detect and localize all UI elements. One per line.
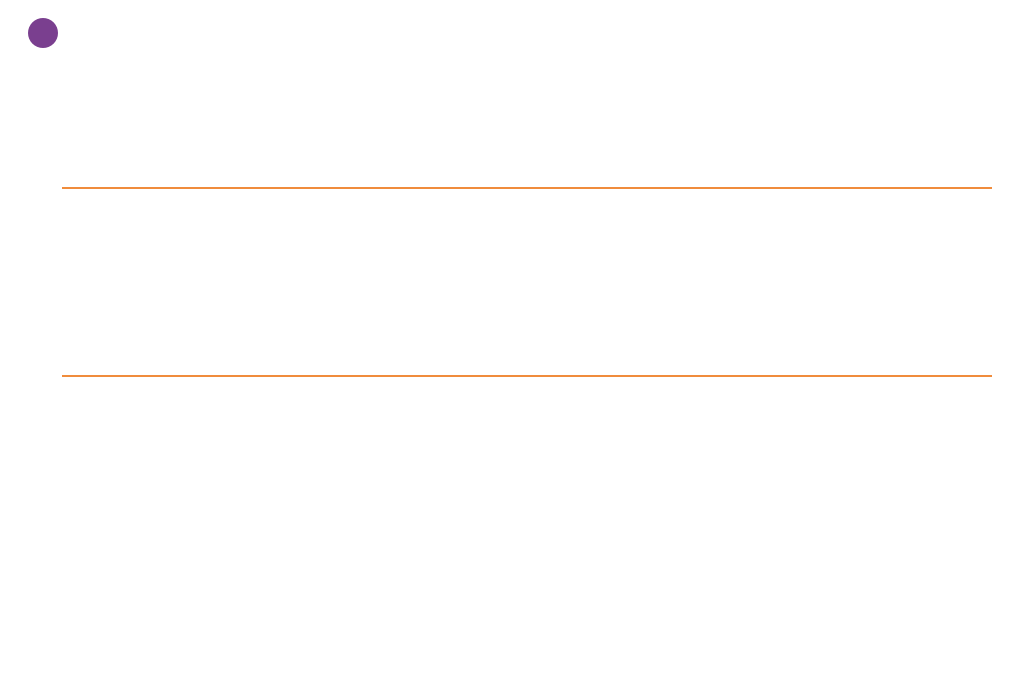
earth-logo-icon: [28, 18, 58, 48]
page-title: [28, 8, 64, 58]
moon-hourly-grid: [62, 187, 992, 377]
